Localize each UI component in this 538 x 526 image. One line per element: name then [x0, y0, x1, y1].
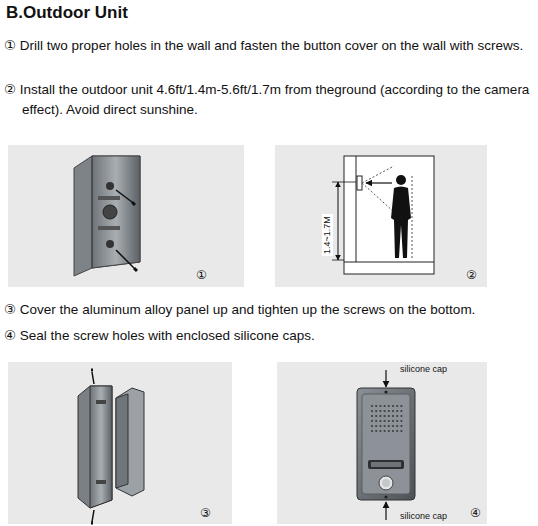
grille-hole — [384, 430, 386, 432]
callout-label: silicone cap — [398, 511, 449, 522]
grille-hole — [384, 405, 386, 407]
grille-hole — [396, 420, 398, 422]
grille-hole — [384, 415, 386, 417]
grille-hole — [371, 420, 373, 422]
screw — [91, 370, 94, 523]
grille-hole — [371, 430, 373, 432]
grille-hole — [371, 425, 373, 427]
leader-arrow — [385, 370, 386, 520]
image-panel — [277, 362, 487, 524]
grille-hole — [384, 410, 386, 412]
height-figure — [332, 156, 434, 274]
grille-hole — [375, 415, 377, 417]
grille-hole — [388, 405, 390, 407]
image-panel — [8, 145, 244, 287]
back-box — [74, 156, 140, 276]
grille-hole — [388, 425, 390, 427]
grille-hole — [396, 415, 398, 417]
grille-hole — [392, 420, 394, 422]
grille-hole — [379, 415, 381, 417]
grille-hole — [392, 405, 394, 407]
callout-number: ② — [466, 268, 477, 282]
grille-hole — [375, 405, 377, 407]
callout-number: ① — [196, 268, 207, 282]
panel-assembly — [78, 386, 144, 508]
grille-hole — [371, 415, 373, 417]
grille-hole — [388, 415, 390, 417]
grille-hole — [371, 410, 373, 412]
grille-hole — [400, 425, 402, 427]
grille-hole — [375, 425, 377, 427]
dimension: 1.4~1.7M — [322, 214, 333, 256]
grille-hole — [388, 410, 390, 412]
grille-hole — [375, 430, 377, 432]
image-panel — [8, 362, 232, 524]
instruction: ② Install the outdoor unit 4.6ft/1.4m-5.… — [4, 80, 536, 120]
callout-label: silicone cap — [398, 364, 449, 375]
grille-hole — [375, 420, 377, 422]
image-panel — [275, 145, 487, 287]
grille-hole — [375, 410, 377, 412]
grille-hole — [400, 415, 402, 417]
grille-hole — [388, 430, 390, 432]
grille-hole — [400, 410, 402, 412]
instruction: ① Drill two proper holes in the wall and… — [4, 36, 536, 56]
grille-hole — [396, 410, 398, 412]
grille-hole — [371, 405, 373, 407]
outdoor-unit — [357, 388, 415, 500]
grille-hole — [400, 405, 402, 407]
callout-number: ③ — [200, 506, 211, 520]
grille-hole — [396, 405, 398, 407]
grille-hole — [392, 410, 394, 412]
grille-hole — [392, 415, 394, 417]
grille-hole — [379, 425, 381, 427]
instruction: ③ Cover the aluminum alloy panel up and … — [4, 300, 536, 320]
grille-hole — [400, 430, 402, 432]
grille-hole — [379, 405, 381, 407]
grille-hole — [392, 425, 394, 427]
grille-hole — [396, 425, 398, 427]
title: B.Outdoor Unit — [6, 3, 128, 23]
grille-hole — [379, 410, 381, 412]
grille-hole — [396, 430, 398, 432]
grille-hole — [388, 420, 390, 422]
instruction: ④ Seal the screw holes with enclosed sil… — [4, 326, 536, 346]
grille-hole — [379, 420, 381, 422]
grille-hole — [384, 420, 386, 422]
grille-hole — [400, 420, 402, 422]
grille-hole — [384, 425, 386, 427]
grille-hole — [379, 430, 381, 432]
grille-hole — [392, 430, 394, 432]
screw — [116, 190, 137, 271]
callout-number: ④ — [470, 506, 481, 520]
